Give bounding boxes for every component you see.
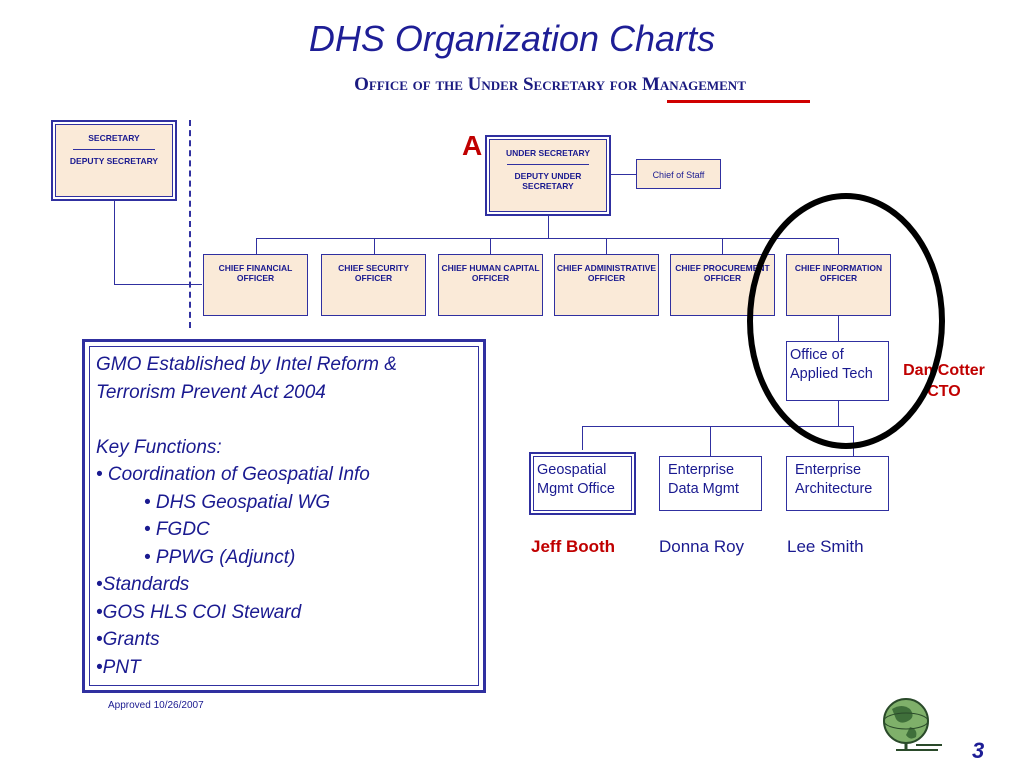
connector-cio-down [838, 316, 839, 341]
sub-office-label: Enterprise Data Mgmt [668, 462, 739, 497]
person-lee-smith: Lee Smith [787, 537, 864, 556]
connector-secretary-right [114, 284, 202, 285]
approved-date: Approved 10/26/2007 [108, 700, 204, 711]
cto-label: Dan Cotter CTO [889, 360, 999, 402]
page-subtitle: Office of the Under Secretary for Manage… [354, 74, 746, 95]
chief-of-staff-box[interactable]: Chief of Staff [636, 159, 721, 189]
chief-human-capital-officer-box[interactable]: CHIEF HUMAN CAPITAL OFFICER [438, 254, 543, 316]
drop-sub-2 [710, 426, 711, 456]
info-item: • PPWG (Adjunct) [144, 546, 296, 568]
drop-sub-1 [582, 426, 583, 450]
drop-chief-4 [606, 238, 607, 254]
chief-label: CHIEF SECURITY OFFICER [338, 263, 409, 283]
page-number: 3 [972, 738, 985, 763]
info-box: GMO Established by Intel Reform & Terror… [89, 346, 479, 686]
connector-under-secretary-down [548, 216, 549, 238]
chiefs-bus [256, 238, 838, 239]
drop-chief-3 [490, 238, 491, 254]
info-item: • DHS Geospatial WG [144, 491, 331, 513]
info-box-outer-border [82, 339, 486, 693]
marker-a: A [462, 130, 483, 161]
sub-office-label: Geospatial Mgmt Office [537, 462, 615, 497]
chief-security-officer-box[interactable]: CHIEF SECURITY OFFICER [321, 254, 426, 316]
chief-label: CHIEF HUMAN CAPITAL OFFICER [441, 263, 540, 283]
drop-chief-2 [374, 238, 375, 254]
under-secretary-box[interactable]: UNDER SECRETARY DEPUTY UNDER SECRETARY [485, 135, 611, 216]
info-blank [96, 406, 472, 434]
drop-sub-3 [853, 426, 854, 456]
chief-administrative-officer-box[interactable]: CHIEF ADMINISTRATIVE OFFICER [554, 254, 659, 316]
person-jeff-booth: Jeff Booth [531, 537, 616, 556]
connector-applied-tech-down [838, 401, 839, 426]
key-functions-heading: Key Functions: [96, 436, 222, 458]
sub-office-label: Enterprise Architecture [795, 462, 873, 497]
info-item: • Coordination of Geospatial Info [96, 464, 370, 485]
drop-chief-1 [256, 238, 257, 254]
page-title: DHS Organization Charts [308, 18, 716, 59]
enterprise-data-mgmt-box[interactable]: Enterprise Data Mgmt [659, 456, 762, 511]
drop-chief-6 [838, 238, 839, 254]
connector-chief-of-staff [611, 174, 636, 175]
cto-name: Dan Cotter [903, 362, 985, 379]
info-item: •GOS HLS COI Steward [96, 601, 302, 623]
person-donna-roy: Donna Roy [659, 537, 745, 556]
office-applied-tech-label: Office of Applied Tech [790, 347, 873, 382]
highlight-circle [747, 193, 945, 449]
office-applied-tech-box[interactable]: Office of Applied Tech [786, 341, 889, 401]
secretary-label: SECRETARY [88, 133, 140, 143]
under-secretary-label: UNDER SECRETARY [505, 148, 591, 158]
chief-label: CHIEF ADMINISTRATIVE OFFICER [556, 263, 657, 283]
globe-logo-icon [883, 698, 942, 751]
info-line-1: GMO Established by Intel Reform & [96, 354, 397, 375]
info-line-2: Terrorism Prevent Act 2004 [96, 381, 326, 403]
info-item: • FGDC [144, 519, 210, 540]
chief-of-staff-label: Chief of Staff [652, 170, 705, 180]
connector-secretary-down [114, 200, 115, 285]
chief-label: CHIEF PROCUREMENT OFFICER [675, 263, 770, 283]
chief-label: CHIEF FINANCIAL OFFICER [218, 263, 293, 283]
enterprise-architecture-box[interactable]: Enterprise Architecture [786, 456, 889, 511]
info-item: •PNT [96, 656, 141, 678]
secretary-divider [73, 149, 155, 150]
deputy-secretary-label: DEPUTY SECRETARY [69, 156, 159, 166]
dashed-separator [189, 120, 191, 328]
deputy-under-secretary-label: DEPUTY UNDER SECRETARY [514, 171, 582, 191]
drop-chief-5 [722, 238, 723, 254]
sub-offices-bus [582, 426, 854, 427]
info-item: •Standards [96, 574, 190, 595]
chief-financial-officer-box[interactable]: CHIEF FINANCIAL OFFICER [203, 254, 308, 316]
info-item: •Grants [96, 629, 160, 650]
chief-information-officer-box[interactable]: CHIEF INFORMATION OFFICER [786, 254, 891, 316]
chief-procurement-officer-box[interactable]: CHIEF PROCUREMENT OFFICER [670, 254, 775, 316]
secretary-box[interactable]: SECRETARY DEPUTY SECRETARY [51, 120, 177, 201]
geospatial-mgmt-office-box[interactable]: Geospatial Mgmt Office [529, 452, 636, 515]
chief-label: CHIEF INFORMATION OFFICER [794, 263, 883, 283]
cto-role: CTO [927, 383, 961, 400]
subtitle-underline [667, 100, 810, 103]
under-secretary-divider [507, 164, 589, 165]
